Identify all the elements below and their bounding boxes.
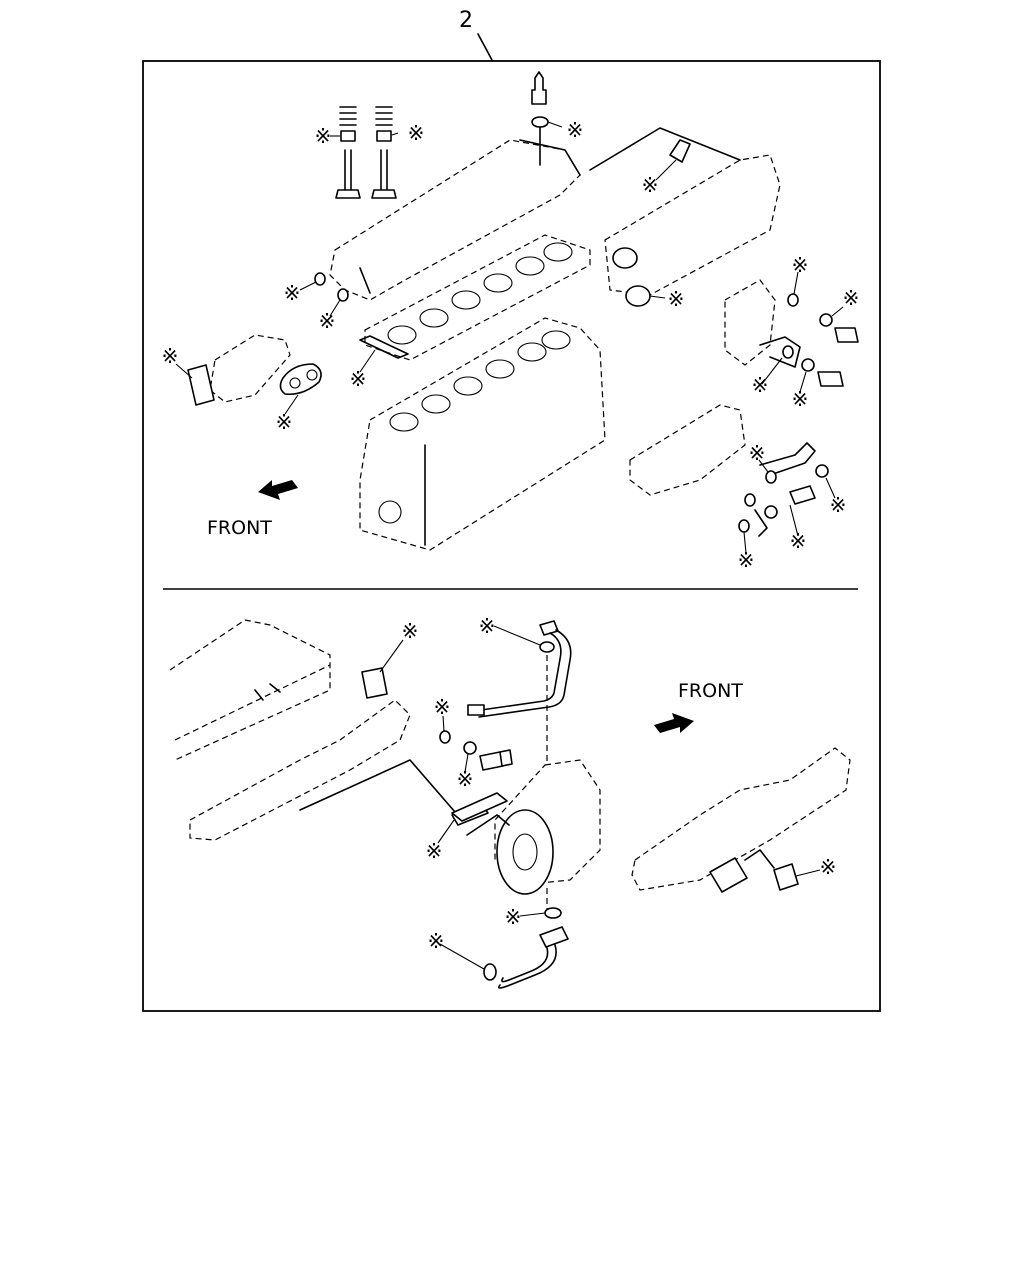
exhaust-manifold-rear [629, 404, 829, 537]
turbo-gasket [451, 792, 508, 822]
svg-text:※: ※ [428, 929, 445, 953]
intake-manifold [589, 127, 781, 307]
svg-text:※: ※ [830, 493, 847, 517]
top-leader-lines [175, 121, 844, 554]
washer-b [463, 741, 477, 755]
svg-text:※: ※ [457, 767, 474, 791]
diagram-frame [142, 60, 881, 1012]
head-gasket [359, 234, 591, 361]
svg-text:※: ※ [434, 695, 451, 719]
callout-leader [477, 33, 493, 61]
svg-text:※: ※ [668, 287, 685, 311]
oil-return-pipe [483, 888, 569, 989]
injector-nozzle [531, 71, 549, 166]
svg-text:※: ※ [162, 344, 179, 368]
svg-text:※: ※ [315, 124, 332, 148]
front-arrow-top [258, 480, 298, 500]
washer-a [439, 730, 451, 744]
thermostat-housing [187, 334, 322, 406]
lower-manifold-left [169, 619, 456, 841]
o-ring-lower [337, 288, 349, 302]
svg-text:※: ※ [752, 373, 769, 397]
svg-text:※: ※ [738, 548, 755, 572]
valve-assembly-right [371, 106, 397, 199]
o-ring-upper [314, 272, 326, 286]
svg-text:※: ※ [792, 253, 809, 277]
front-label-top: FRONT [207, 517, 272, 539]
svg-text:※: ※ [642, 173, 659, 197]
callout-number: 2 [459, 8, 473, 33]
front-arrow-bottom [654, 713, 694, 733]
svg-text:※: ※ [792, 387, 809, 411]
svg-text:※: ※ [426, 839, 443, 863]
svg-text:※: ※ [749, 441, 766, 465]
oil-feed-pipe [467, 620, 572, 765]
svg-text:※: ※ [402, 619, 419, 643]
cylinder-block [359, 317, 606, 551]
reference-marks-top: ※ ※ ※ ※ ※ ※ ※ ※ ※ ※ ※ ※ ※ ※ ※ ※ ※ ※ [162, 118, 860, 572]
svg-text:※: ※ [276, 410, 293, 434]
svg-text:※: ※ [479, 614, 496, 638]
front-label-bottom: FRONT [678, 680, 743, 702]
reference-marks-bottom: ※ ※ ※ ※ ※ ※ ※ ※ [402, 614, 837, 953]
bottom-leader-lines [379, 625, 821, 970]
svg-text:※: ※ [820, 855, 837, 879]
lower-exhaust-manifold [631, 747, 851, 893]
svg-text:※: ※ [505, 905, 522, 929]
svg-text:※: ※ [843, 286, 860, 310]
valve-assembly-left [335, 106, 361, 199]
svg-text:※: ※ [408, 121, 425, 145]
flange-bolt [479, 751, 504, 771]
svg-text:※: ※ [319, 309, 336, 333]
svg-text:※: ※ [790, 529, 807, 553]
turbocharger [451, 759, 601, 895]
svg-text:※: ※ [567, 118, 584, 142]
svg-text:※: ※ [350, 367, 367, 391]
exhaust-bracket-upper [724, 279, 859, 387]
svg-text:※: ※ [284, 281, 301, 305]
cylinder-head [329, 139, 581, 301]
